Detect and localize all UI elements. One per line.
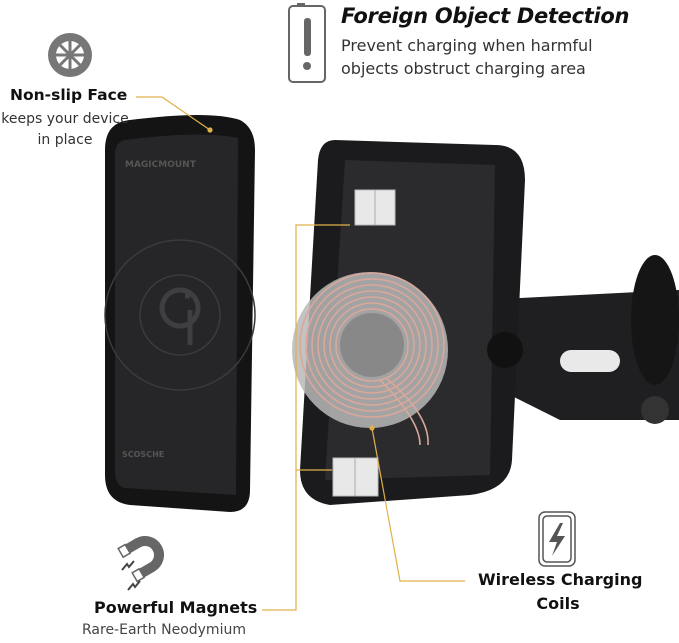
- foreign-object-detection-description: Prevent charging when harmful objects ob…: [341, 34, 593, 80]
- charger-back-housing: [292, 140, 525, 505]
- non-slip-title: Non-slip Face: [10, 86, 128, 104]
- magnets-subtitle: Rare-Earth Neodymium: [82, 622, 246, 638]
- magnets-title: Powerful Magnets: [94, 598, 258, 617]
- svg-text:SCOSCHE: SCOSCHE: [122, 450, 164, 459]
- coils-title-line2: Coils: [536, 594, 580, 613]
- mount-arm: [480, 255, 679, 424]
- svg-text:MAGICMOUNT: MAGICMOUNT: [125, 160, 197, 170]
- charging-coil: [299, 272, 445, 446]
- callout-lines: [136, 96, 465, 611]
- magnet-icon: [117, 536, 164, 583]
- non-slip-subtitle: keeps your device in place: [1, 111, 129, 148]
- coils-title: Wireless Charging: [478, 570, 643, 589]
- lightning-charge-icon: [538, 511, 576, 567]
- description-line: objects obstruct charging area: [341, 59, 586, 78]
- description-line: Prevent charging when harmful: [341, 36, 593, 55]
- tire-icon: [48, 33, 92, 77]
- battery-alert-icon: [288, 3, 326, 83]
- foreign-object-detection-title: Foreign Object Detection: [341, 4, 630, 28]
- magnetic-face-plate: MAGICMOUNT SCOSCHE: [104, 115, 256, 512]
